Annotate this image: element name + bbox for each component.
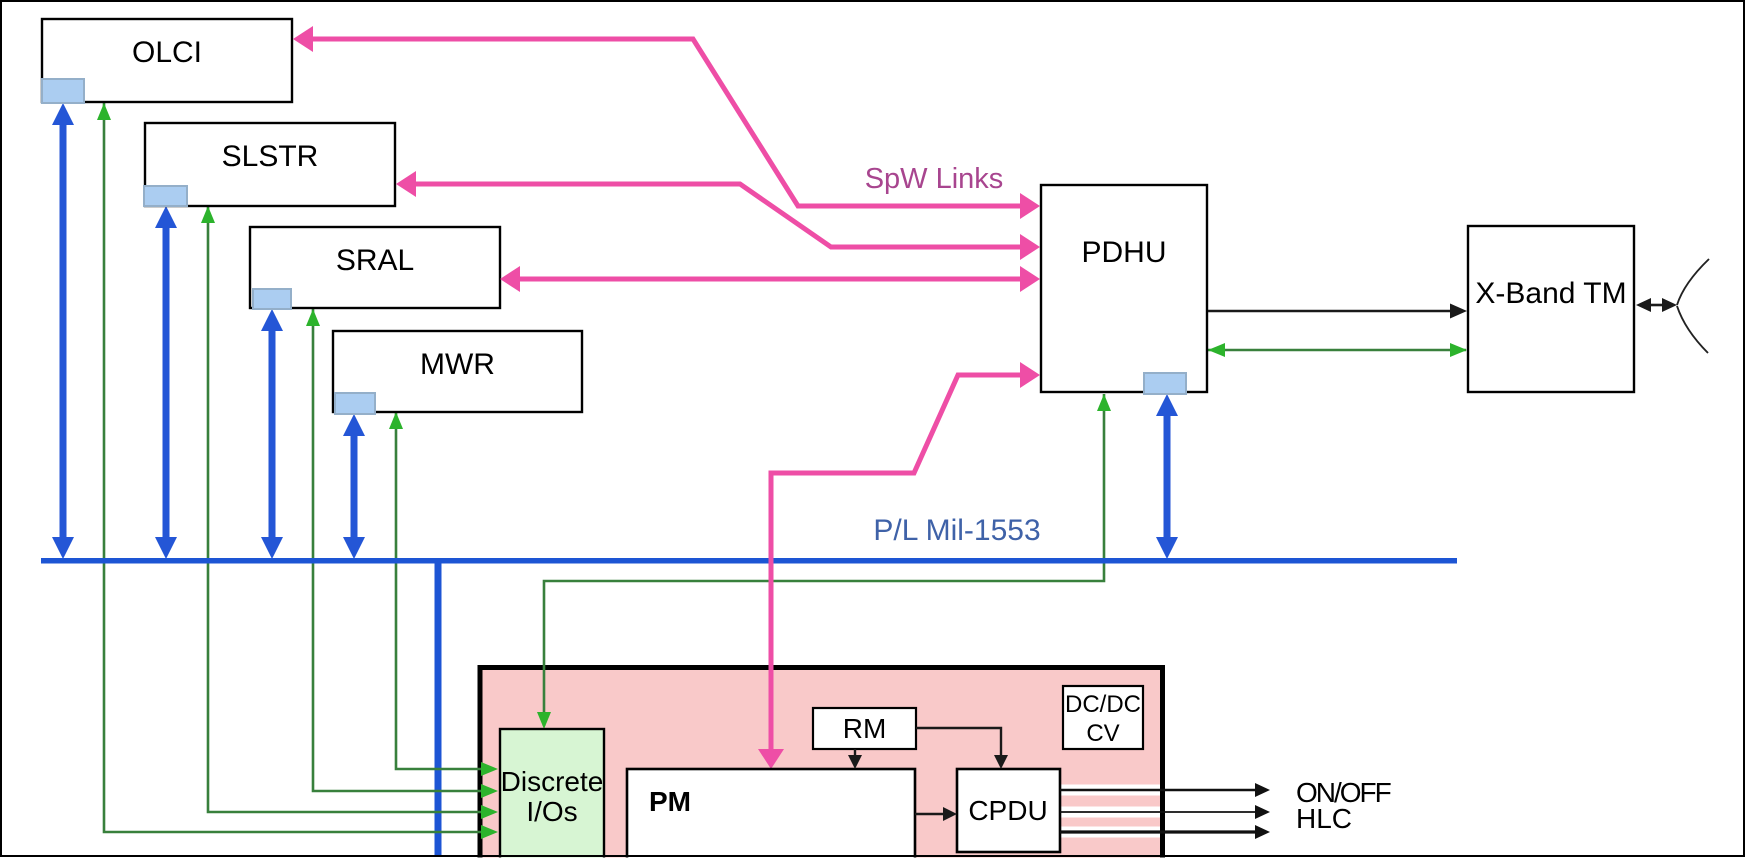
svg-text:P/L Mil-1553: P/L Mil-1553	[873, 514, 1040, 547]
svg-text:I/Os: I/Os	[526, 796, 577, 827]
svg-text:ON/OFF: ON/OFF	[1296, 777, 1391, 808]
svg-text:PDHU: PDHU	[1081, 236, 1166, 269]
svg-text:SRAL: SRAL	[336, 244, 414, 277]
svg-text:RM: RM	[843, 713, 887, 744]
svg-text:Discrete: Discrete	[501, 766, 604, 797]
svg-text:SpW Links: SpW Links	[865, 163, 1004, 195]
svg-text:CPDU: CPDU	[968, 795, 1047, 826]
svg-text:SLSTR: SLSTR	[222, 140, 319, 173]
svg-text:OLCI: OLCI	[132, 36, 202, 69]
svg-text:CV: CV	[1086, 720, 1119, 747]
svg-text:PM: PM	[649, 786, 691, 817]
svg-text:X-Band TM: X-Band TM	[1475, 277, 1626, 310]
svg-text:MWR: MWR	[420, 348, 495, 381]
svg-text:DC/DC: DC/DC	[1065, 691, 1141, 718]
svg-text:HLC: HLC	[1296, 803, 1352, 834]
